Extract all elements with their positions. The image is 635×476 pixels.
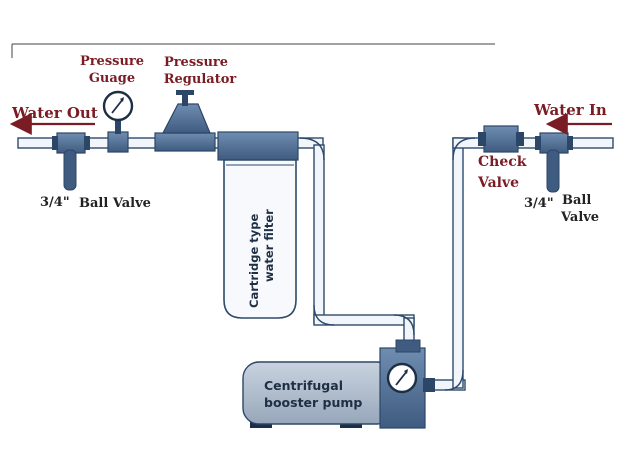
- pump-label-2: booster pump: [264, 395, 362, 410]
- pressure-gauge: [102, 90, 134, 153]
- pipe-bottom-horizontal: [313, 314, 415, 326]
- filter-label-2: water filter: [262, 209, 276, 282]
- pump-label-1: Centrifugal: [264, 378, 343, 393]
- pressure-gauge-label-1: Pressure: [80, 54, 144, 69]
- cartridge-filter: [217, 131, 299, 319]
- water-in-label: Water In: [533, 101, 607, 119]
- left-ball-valve: [52, 132, 90, 191]
- pipe-filter-down: [313, 144, 325, 324]
- pressure-gauge-label-2: Guage: [89, 71, 135, 86]
- pipe-right-main: [452, 137, 614, 149]
- pipe-elbows: [299, 137, 476, 391]
- right-ball-valve-label-2: Valve: [560, 210, 599, 225]
- check-valve-label-1: Check: [478, 154, 527, 170]
- left-ball-valve-size: 3/4": [40, 195, 70, 210]
- right-ball-valve-size: 3/4": [524, 196, 554, 211]
- right-ball-valve: [535, 132, 573, 193]
- pipe-right-riser: [452, 137, 464, 389]
- pressure-regulator-label-1: Pressure: [164, 55, 228, 70]
- filter-label-1: Cartridge type: [247, 214, 261, 308]
- pressure-regulator: [154, 90, 216, 152]
- check-valve: [478, 125, 524, 153]
- check-valve-label-2: Valve: [477, 175, 519, 191]
- right-ball-valve-label-1: Ball: [562, 193, 591, 208]
- left-ball-valve-label: Ball Valve: [79, 196, 151, 211]
- pressure-regulator-label-2: Regulator: [164, 72, 237, 87]
- pipe-network: [17, 137, 614, 391]
- centrifugal-pump: [242, 339, 435, 429]
- water-out-label: Water Out: [11, 104, 98, 122]
